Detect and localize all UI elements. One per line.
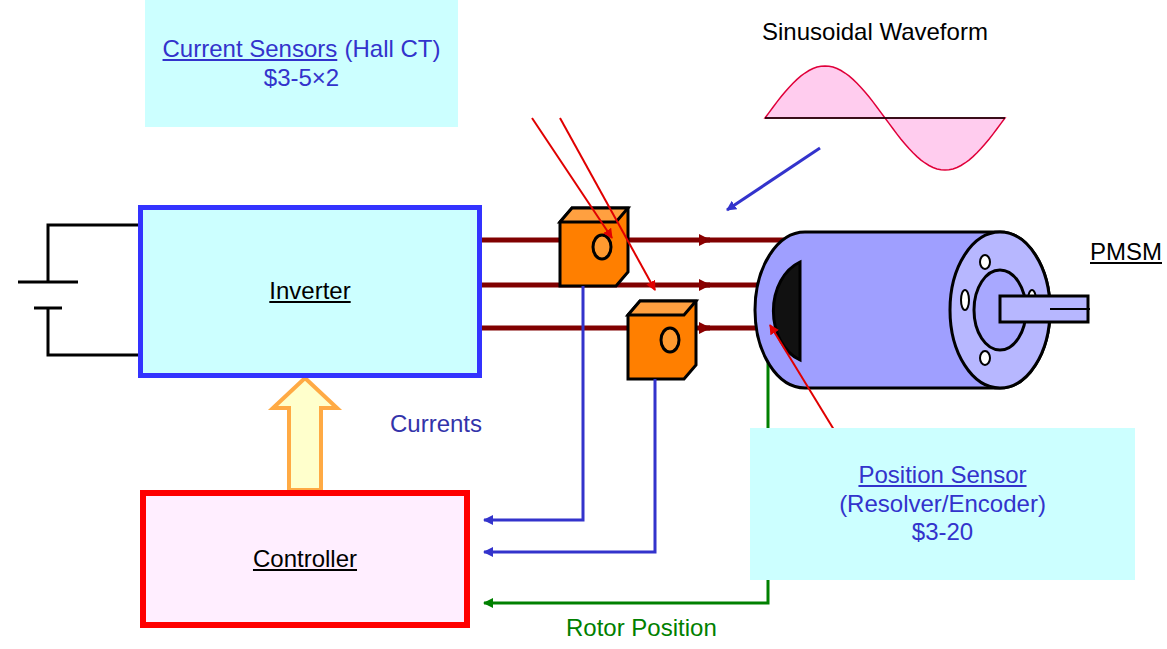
text-row: Current Sensors(Hall CT) (163, 35, 441, 64)
text-row: (Resolver/Encoder) (839, 490, 1046, 519)
text-row: Position Sensor (858, 461, 1026, 490)
node-text: (Hall CT) (344, 35, 440, 62)
inverter-box: Inverter (138, 205, 482, 378)
text-row: $3-20 (912, 518, 973, 547)
text-row: Inverter (269, 277, 350, 306)
signal-name: Rotor Position (566, 614, 717, 643)
motor-illustration (755, 232, 1090, 388)
callout-box: Position Sensor(Resolver/Encoder)$3-20 (750, 428, 1135, 580)
block-arrow (273, 378, 337, 490)
battery-symbol (18, 225, 138, 355)
current-sensor-symbol (560, 208, 696, 379)
signal-wires (484, 286, 768, 603)
node-text: (Resolver/Encoder) (839, 490, 1046, 517)
node-text: Inverter (269, 277, 350, 304)
callout-leader (532, 118, 850, 456)
controller-box: Controller (140, 490, 470, 628)
waveform-label: Sinusoidal Waveform (762, 18, 988, 47)
node-text: $3-20 (912, 518, 973, 545)
node-text: Controller (253, 545, 357, 572)
phase-wires (482, 240, 800, 328)
node-text: Current Sensors (163, 35, 338, 62)
node-text: Position Sensor (858, 461, 1026, 488)
signal-name: Currents (390, 410, 482, 439)
node-text: $3-5×2 (264, 64, 339, 91)
sinusoidal-waveform (727, 66, 1005, 210)
text-row: Controller (253, 545, 357, 574)
part-name: PMSM (1090, 238, 1162, 267)
callout-box: Current Sensors(Hall CT)$3-5×2 (145, 0, 458, 127)
text-row: $3-5×2 (264, 64, 339, 93)
